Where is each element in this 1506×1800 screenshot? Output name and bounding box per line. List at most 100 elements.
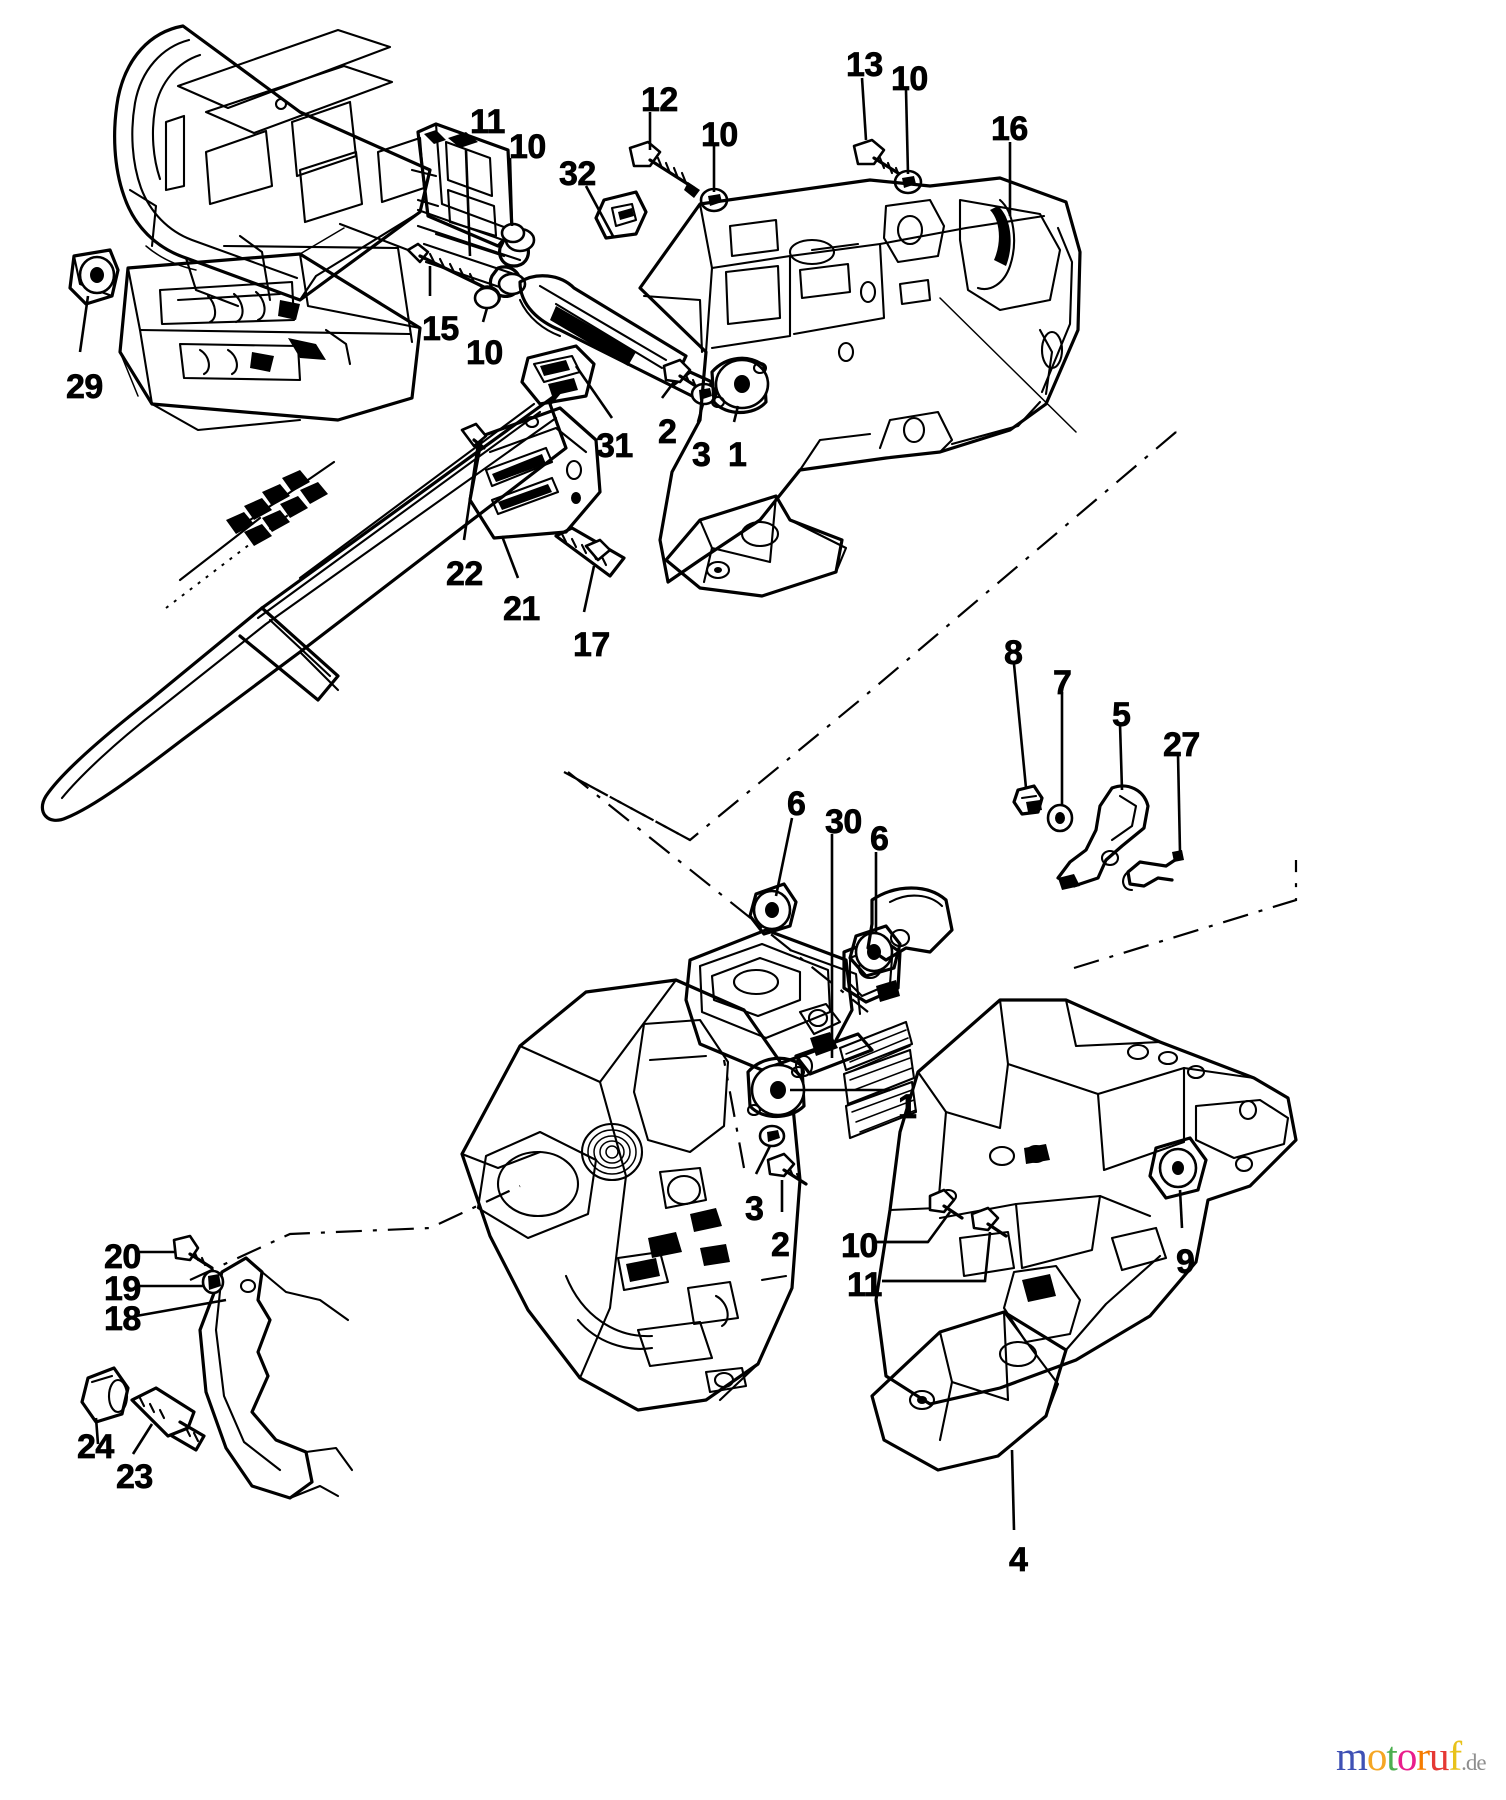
bar-stud-17 (554, 526, 626, 578)
chassis-rear-housing (870, 998, 1298, 1472)
bolt-12 (628, 140, 700, 198)
leader-22 (462, 443, 480, 541)
callout-22: 22 (446, 555, 484, 593)
bolt-10-lower (928, 1188, 964, 1220)
callout-31: 31 (596, 427, 634, 465)
front-handle-housing (118, 252, 422, 432)
spike-screw-20 (172, 1234, 214, 1270)
av-mount-1-lower (746, 1056, 806, 1118)
motoruf-watermark: motoruf.de (1336, 1732, 1487, 1780)
leader-8 (1012, 663, 1028, 789)
watermark-letter-o1: o (1366, 1733, 1387, 1779)
leader-24 (94, 1417, 100, 1445)
leader-31 (574, 365, 614, 419)
assembly-dash-mid (567, 771, 869, 1013)
guide-bar-and-chain (40, 390, 568, 822)
leader-4 (1010, 1449, 1016, 1531)
leader-27 (1176, 753, 1182, 853)
bar-bracket-31 (520, 344, 596, 406)
callout-10-top: 10 (509, 128, 547, 166)
callout-1-upper: 1 (728, 436, 748, 474)
cylinder-fins (838, 1020, 918, 1140)
grommet-29 (68, 248, 120, 306)
throttle-group (1012, 784, 1184, 892)
leader-1-upper (732, 405, 740, 423)
leader-10-right (904, 89, 910, 175)
chain-links (226, 470, 328, 546)
sprocket-cover-21 (460, 406, 602, 540)
callout-29: 29 (66, 368, 104, 406)
threaded-stud-23 (130, 1386, 206, 1452)
leader-3-lower (754, 1145, 772, 1175)
callout-17: 17 (573, 626, 611, 664)
callout-8: 8 (1004, 634, 1024, 672)
front-handle-shield (222, 222, 414, 344)
callout-10-mid: 10 (701, 116, 739, 154)
clamp-32 (594, 190, 648, 240)
callout-32: 32 (559, 155, 597, 193)
leader-10-top (508, 157, 514, 227)
callout-5: 5 (1112, 696, 1132, 734)
watermark-letter-f: f (1448, 1733, 1462, 1779)
leader-13 (860, 77, 868, 141)
callout-18: 18 (104, 1300, 142, 1338)
callout-12: 12 (641, 81, 679, 119)
callout-6-left: 6 (787, 785, 807, 823)
callout-24: 24 (77, 1428, 115, 1466)
leader-17 (582, 565, 596, 613)
washer-10-handle (473, 286, 501, 310)
screw-11-lower (970, 1206, 1008, 1238)
av-bushing-6-left (748, 882, 798, 936)
leader-18 (135, 1298, 227, 1318)
callout-20: 20 (104, 1238, 142, 1276)
callout-3-lower: 3 (745, 1190, 765, 1228)
callout-9: 9 (1176, 1243, 1196, 1281)
assembly-dash-spike (189, 1185, 521, 1281)
leader-9 (1178, 1189, 1184, 1229)
bumper-spike-18 (198, 1256, 354, 1500)
crankcase-threads (587, 1129, 637, 1175)
callout-11-lower: 11 (847, 1266, 883, 1304)
watermark-suffix: .de (1461, 1750, 1486, 1775)
callout-10-handle: 10 (466, 334, 504, 372)
leader-10-handle (481, 307, 489, 323)
leader-29 (78, 295, 90, 353)
callout-1-lower: 1 (898, 1088, 918, 1126)
chain-brake-handle (518, 274, 714, 402)
watermark-letter-m: m (1336, 1733, 1368, 1779)
callout-30: 30 (825, 803, 863, 841)
watermark-letter-r: r (1416, 1733, 1430, 1779)
assembly-dash-bushing (722, 1059, 746, 1169)
callout-16: 16 (991, 110, 1029, 148)
callout-6-right: 6 (870, 820, 890, 858)
watermark-letter-t: t (1386, 1733, 1397, 1779)
chassis-side-guard (1002, 1264, 1082, 1344)
callout-10-lower: 10 (841, 1227, 879, 1265)
callout-4: 4 (1009, 1541, 1029, 1579)
callout-7: 7 (1053, 664, 1073, 702)
callout-19: 19 (104, 1270, 142, 1308)
callout-21: 21 (503, 590, 541, 628)
leader-32 (584, 185, 616, 239)
callout-27: 27 (1163, 726, 1201, 764)
watermark-letter-o2: o (1396, 1733, 1417, 1779)
bolt-13 (852, 138, 908, 180)
leader-6-left (774, 817, 794, 897)
callout-10-right: 10 (891, 60, 929, 98)
callout-15: 15 (422, 310, 460, 348)
leader-2-upper (660, 381, 676, 399)
watermark-letter-u: u (1428, 1733, 1449, 1779)
callout-11-top: 11 (470, 103, 506, 141)
callout-2-lower: 2 (771, 1226, 791, 1264)
spacer-sleeve-24 (80, 1366, 130, 1424)
av-mount-1-upper (710, 356, 770, 414)
flange-bolt-2-lower (766, 1152, 808, 1186)
leader-5 (1118, 723, 1124, 791)
assembly-dash-top (563, 431, 1177, 842)
leader-11-top (464, 149, 472, 257)
leader-21 (500, 535, 520, 579)
engine-crankcase (460, 978, 802, 1412)
callout-3-upper: 3 (692, 436, 712, 474)
